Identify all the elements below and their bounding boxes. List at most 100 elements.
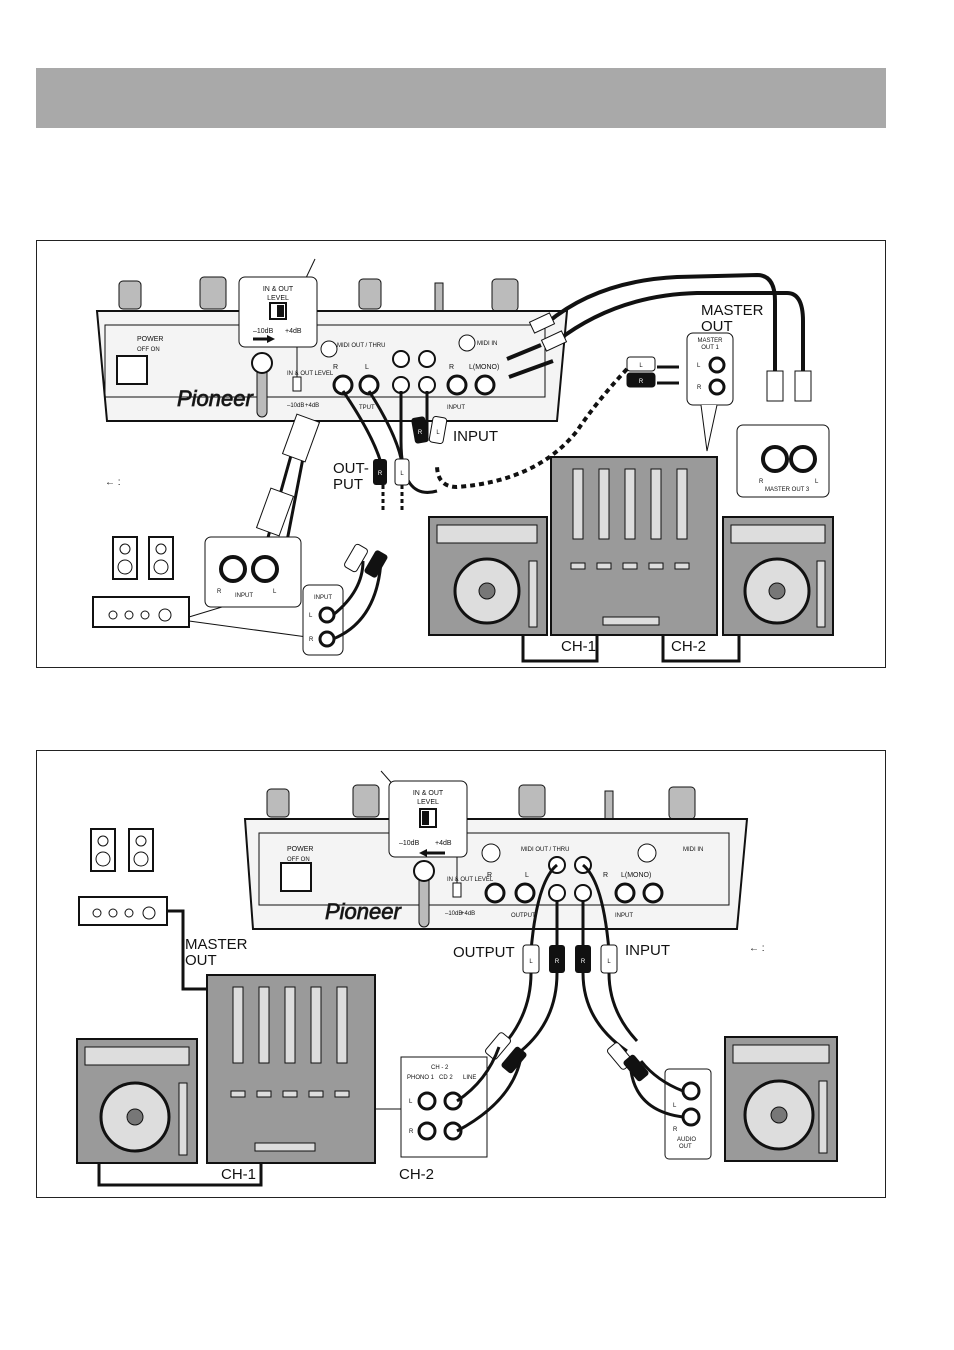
rca-plug-r-text: R <box>639 379 644 385</box>
unit-r-label-2: R <box>449 364 454 371</box>
amp-input-panel: R INPUT L <box>204 536 302 608</box>
ch2-panel-r: R <box>409 1129 414 1135</box>
midi-in-jack-2 <box>637 843 657 863</box>
rca-plug-r: R <box>626 372 656 388</box>
cd-player-right <box>722 516 834 636</box>
output-plug-r-text: R <box>378 471 383 477</box>
connection-diagram-1: POWER OFF ON Pioneer MIDI OUT / THRU MID… <box>36 240 886 668</box>
small-switch-minus: –10dB <box>287 403 304 409</box>
input-label-fig2: INPUT <box>625 942 670 959</box>
midi-in-label: MIDI IN <box>477 341 497 347</box>
diagram-1-drawing: POWER OFF ON Pioneer MIDI OUT / THRU MID… <box>92 258 834 663</box>
ch1-label-2: CH-1 <box>221 1166 256 1183</box>
speakers-amp-2 <box>78 828 207 991</box>
unit-input-label-2: INPUT <box>615 913 633 919</box>
master-out-label-2: OUT <box>701 318 733 335</box>
input-plugs: R L <box>399 391 448 494</box>
channel-bracket-2 <box>97 1163 263 1187</box>
mixer-input-panel: INPUT L R <box>302 543 388 656</box>
section-header-bar <box>36 68 886 128</box>
master-out-3-l: L <box>815 479 819 485</box>
midi-out-label: MIDI OUT / THRU <box>337 343 385 349</box>
output-label-1: OUT- <box>333 460 369 477</box>
power-switch-2 <box>280 862 312 892</box>
amp-input-r: R <box>217 589 222 595</box>
brand-logo-2: Pioneer <box>325 899 403 924</box>
input-label: INPUT <box>453 428 498 445</box>
output-plug-l-text: L <box>400 471 404 477</box>
amp-input-l: L <box>273 589 277 595</box>
ch2-panel-cd: CD 2 <box>439 1075 453 1081</box>
cd-player-right-2 <box>724 1036 838 1162</box>
midi-out-label-2: MIDI OUT / THRU <box>521 847 569 853</box>
audio-out-l: L <box>673 1103 677 1109</box>
ch2-label: CH-2 <box>671 638 706 655</box>
callout-title-2b: LEVEL <box>417 799 439 806</box>
midi-out-jack <box>320 340 338 358</box>
output-plug-r-text-2: R <box>555 959 560 965</box>
callout-title-2: LEVEL <box>267 295 289 302</box>
brand-logo: Pioneer <box>177 386 255 411</box>
midi-out-jack-2 <box>481 843 501 863</box>
cd-player-left-2 <box>76 1038 198 1164</box>
small-switch-minus-2: –10dB <box>445 911 462 917</box>
speakers-amp <box>92 536 308 638</box>
output-label-2: PUT <box>333 476 363 493</box>
callout-plus-2: +4dB <box>435 840 452 847</box>
unit-knobs <box>118 276 519 312</box>
master-out-label-fig2-2: OUT <box>185 952 217 969</box>
dashed-cable <box>435 367 629 490</box>
ch2-panel-phono: PHONO 1 <box>407 1075 435 1081</box>
connection-diagram-2: POWER OFF ON Pioneer MIDI OUT / THRU MID… <box>36 750 886 1198</box>
input-plug-r-text-2: R <box>581 959 586 965</box>
arrow-key-label-2: ← : <box>749 943 765 954</box>
cd-player-left <box>428 516 548 636</box>
input-plug-r-text: R <box>418 430 423 436</box>
audio-out-panel: L R AUDIO OUT <box>629 1060 712 1160</box>
small-switch-label: IN & OUT LEVEL <box>287 371 334 377</box>
output-plugs: R L <box>341 390 410 511</box>
audio-out-r: R <box>673 1127 678 1133</box>
midi-in-jack <box>458 334 476 352</box>
unit-r-label: R <box>333 364 338 371</box>
master-out-label-1: MASTER <box>701 302 764 319</box>
mixer-input-title: INPUT <box>314 595 332 601</box>
arrow-key-label: ← : <box>105 477 121 488</box>
master-out-3-r: R <box>759 479 764 485</box>
effects-unit-rear-2: POWER OFF ON Pioneer MIDI OUT / THRU MID… <box>243 818 749 930</box>
output-label-fig2: OUTPUT <box>453 944 515 961</box>
level-switch-callout: IN & OUT LEVEL –10dB +4dB <box>238 258 318 377</box>
rca-plug-l-text: L <box>639 363 643 369</box>
small-switch-label-2: IN & OUT LEVEL <box>447 877 494 883</box>
callout-minus: –10dB <box>253 328 274 335</box>
power-label: POWER <box>137 336 163 343</box>
output-input-plugs: L R R L <box>485 863 649 1082</box>
ch2-panel-l: L <box>409 1099 413 1105</box>
unit-l-mono-label: L(MONO) <box>469 364 499 371</box>
audio-out-label-2: OUT <box>679 1144 692 1150</box>
mixer-input-l: L <box>309 613 313 619</box>
unit-input-label: INPUT <box>447 405 465 411</box>
amp-input-label: INPUT <box>235 593 253 599</box>
unit-knobs-2 <box>266 784 696 820</box>
master-out-label-fig2-1: MASTER <box>185 936 248 953</box>
master-out-3-panel: R MASTER OUT 3 L <box>736 424 830 498</box>
callout-minus-2: –10dB <box>399 840 420 847</box>
callout-title-1: IN & OUT <box>263 286 294 293</box>
midi-in-label-2: MIDI IN <box>683 847 703 853</box>
ch2-panel-title: CH - 2 <box>431 1065 449 1071</box>
ch2-panel-line: LINE <box>463 1075 476 1081</box>
master-out-1-title-2: OUT 1 <box>701 345 719 351</box>
unit-r-label-3: R <box>487 872 492 879</box>
unit-r-label-4: R <box>603 872 608 879</box>
level-switch-callout-2: IN & OUT LEVEL –10dB +4dB <box>380 770 468 883</box>
power-label-2: POWER <box>287 846 313 853</box>
master-out-cables <box>506 272 805 379</box>
master-out-1-r: R <box>697 385 702 391</box>
dj-mixer-2 <box>206 974 403 1164</box>
diagram-2-drawing: POWER OFF ON Pioneer MIDI OUT / THRU MID… <box>76 770 838 1187</box>
master-out-1-l: L <box>697 363 701 369</box>
unit-l-mono-label-2: L(MONO) <box>621 872 651 879</box>
master-out-1-title-1: MASTER <box>697 338 723 344</box>
input-plug-l-text-2: L <box>607 959 611 965</box>
